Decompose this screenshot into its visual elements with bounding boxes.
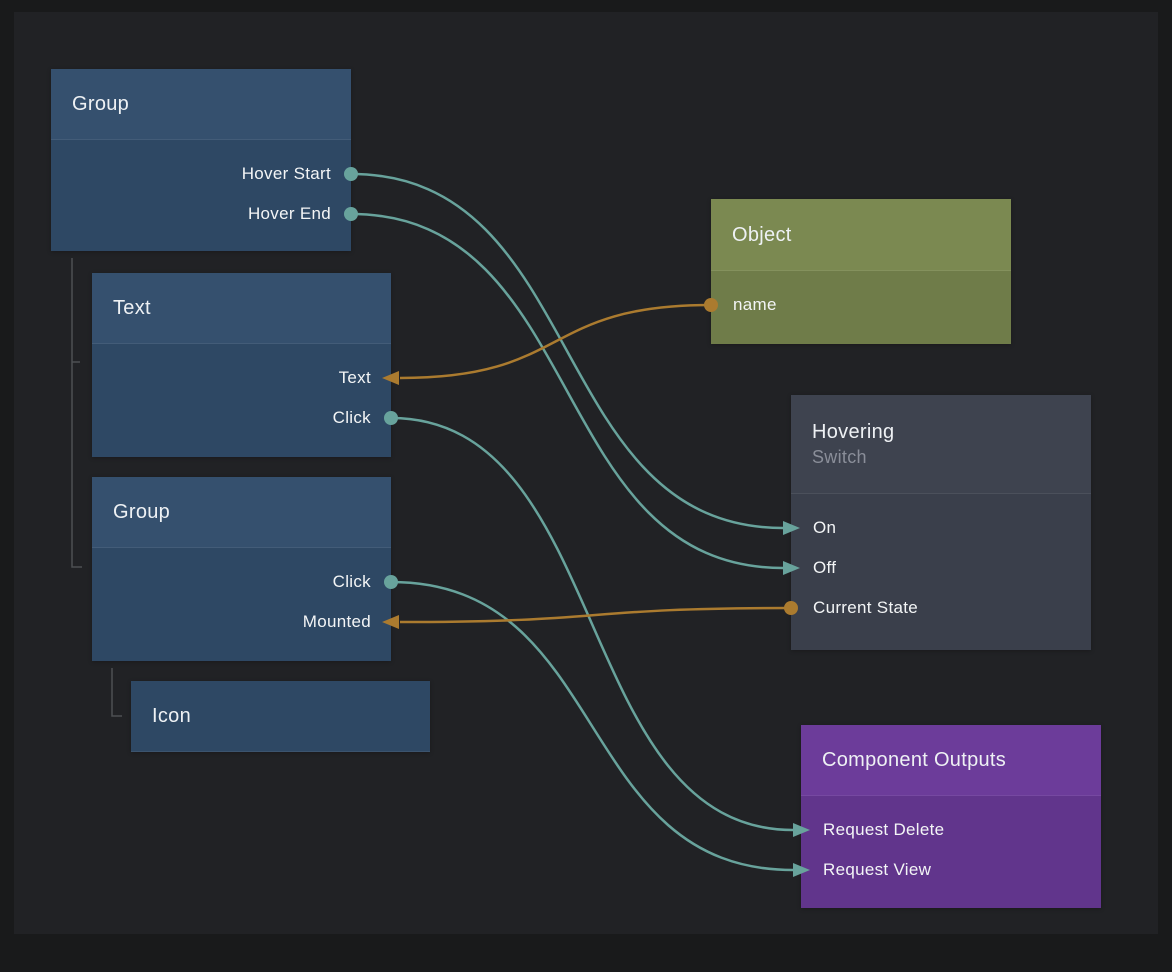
node-header: Component Outputs (801, 725, 1101, 796)
port-label: Mounted (302, 612, 371, 631)
node-title: Component Outputs (822, 749, 1007, 771)
port-click[interactable]: Click (92, 398, 391, 438)
node-header: Group (92, 477, 391, 548)
port-request-delete[interactable]: Request Delete (801, 810, 1101, 850)
port-request-view[interactable]: Request View (801, 850, 1101, 890)
node-body (131, 752, 430, 766)
port-hover-start[interactable]: Hover Start (51, 154, 351, 194)
port-name[interactable]: name (711, 285, 1011, 325)
node-object-1[interactable]: Object name (711, 199, 1011, 344)
node-header: Group (51, 69, 351, 140)
port-on[interactable]: On (791, 508, 1091, 548)
port-text[interactable]: Text (92, 358, 391, 398)
node-title: Group (113, 501, 171, 523)
port-label: Hover Start (241, 164, 331, 183)
node-title: Icon (152, 705, 192, 727)
port-off[interactable]: Off (791, 548, 1091, 588)
port-label: name (733, 295, 777, 314)
node-title: Object (732, 223, 792, 246)
node-header: Object (711, 199, 1011, 271)
node-title: Group (72, 93, 130, 115)
port-current-state[interactable]: Current State (791, 588, 1091, 628)
port-mounted[interactable]: Mounted (92, 602, 391, 642)
node-icon-1[interactable]: Icon (131, 681, 430, 752)
port-click[interactable]: Click (92, 562, 391, 602)
port-label: Click (332, 572, 371, 591)
port-label: Request Delete (823, 820, 945, 839)
port-label: Click (332, 408, 371, 427)
node-title: Hovering (812, 421, 895, 443)
node-title: Text (113, 297, 151, 319)
port-label: Text (338, 368, 371, 387)
port-label: Current State (813, 598, 919, 617)
port-label: Request View (823, 860, 932, 879)
node-subtitle: Switch (812, 447, 867, 467)
node-body: name (711, 271, 1011, 325)
port-hover-end[interactable]: Hover End (51, 194, 351, 234)
node-header: Text (92, 273, 391, 344)
port-label: Hover End (247, 204, 331, 223)
port-label: On (813, 518, 837, 537)
port-label: Off (813, 558, 837, 577)
node-header: Icon (131, 681, 430, 752)
